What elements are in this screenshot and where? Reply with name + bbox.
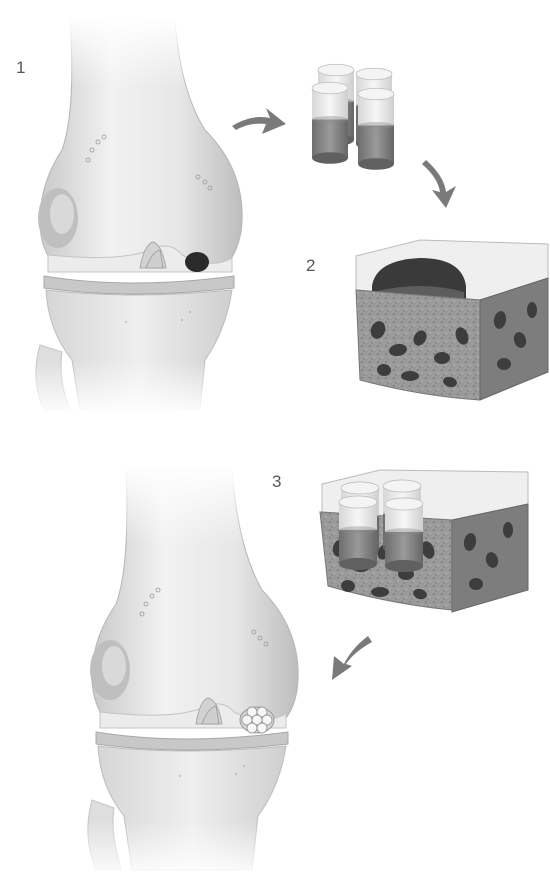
step-1-label: 1 xyxy=(16,58,25,78)
cartilage-defect xyxy=(185,252,209,272)
trabecular-hole xyxy=(469,578,483,590)
repair-plug xyxy=(247,723,257,733)
repair-plug xyxy=(257,723,267,733)
trabecular-hole xyxy=(401,371,419,381)
inserted-plug-3 xyxy=(339,496,377,570)
trabecular-hole xyxy=(497,358,511,370)
arrow-implant xyxy=(332,636,372,680)
step-3-label: 3 xyxy=(272,472,281,492)
plug-3 xyxy=(312,82,348,164)
knee-repaired xyxy=(80,466,300,879)
inserted-plug-4 xyxy=(385,498,423,572)
knee-with-defect xyxy=(28,18,248,415)
harvested-osteochondral-plugs xyxy=(312,64,394,170)
trabecular-hole xyxy=(527,302,537,318)
trabecular-hole xyxy=(434,352,450,364)
arrow-prepare xyxy=(422,160,456,208)
trabecular-hole xyxy=(371,587,389,597)
meniscus xyxy=(44,276,234,294)
mosaic-repair-plugs xyxy=(240,707,274,733)
plug-4 xyxy=(358,88,394,170)
implanted-block xyxy=(320,470,528,612)
step-2-label: 2 xyxy=(306,256,315,276)
recipient-site-block xyxy=(356,240,548,400)
arrow-harvest xyxy=(232,108,286,134)
trabecular-hole xyxy=(503,522,513,538)
